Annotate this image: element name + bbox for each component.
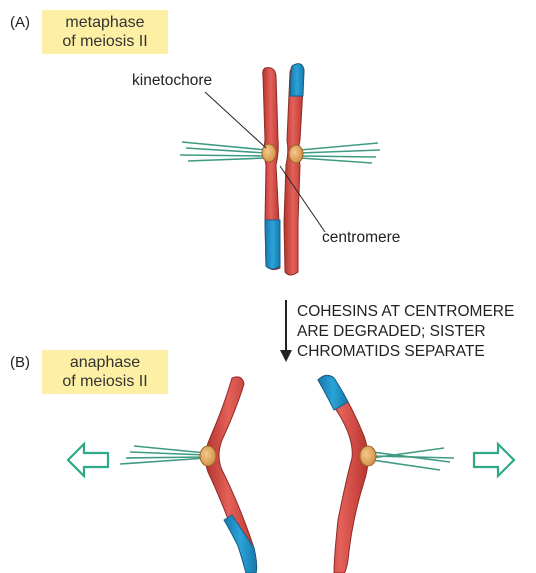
anaphase-chromatid-right [318,375,454,573]
hollow-right-arrow-icon [474,444,514,476]
metaphase-chromosome [180,64,380,275]
spindle-fibers-left [180,142,266,161]
anaphase-chromatid-left [120,377,257,573]
sister-chromatid-right [284,64,304,275]
sister-chromatid-left [263,68,280,270]
hollow-left-arrow-icon [68,444,108,476]
spindle-fibers-right [300,143,380,163]
kinetochore-right [289,145,303,163]
down-arrow-icon [280,300,292,362]
spindle-fibers-left-b [120,446,206,464]
kinetochore-anaphase-right [360,446,376,466]
spindle-fibers-right-b [372,448,454,470]
kinetochore-anaphase-left [200,446,216,466]
kinetochore-leader-line [205,92,266,148]
